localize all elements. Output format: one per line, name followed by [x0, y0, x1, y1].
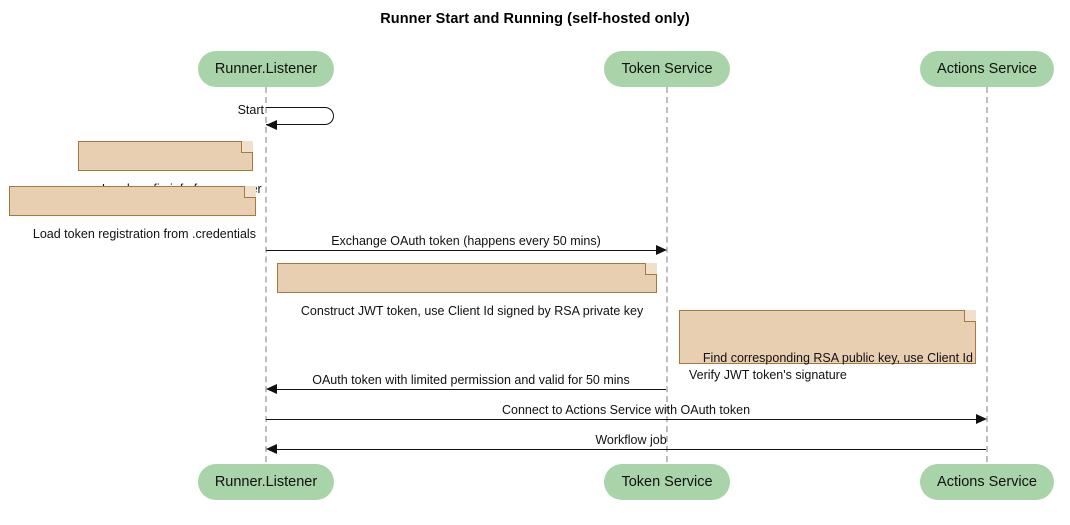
message-line-oauth-return: [277, 389, 666, 390]
lifeline-token: [666, 87, 668, 462]
participant-label: Token Service: [621, 61, 713, 77]
note-text: Find corresponding RSA public key, use C…: [689, 351, 973, 382]
participant-label: Actions Service: [937, 61, 1037, 77]
message-label-oauth-return: OAuth token with limited permission and …: [312, 373, 630, 387]
participant-label: Runner.Listener: [214, 474, 318, 490]
lifeline-runner: [265, 87, 267, 462]
participant-label: Actions Service: [937, 474, 1037, 490]
participant-footer-runner[interactable]: Runner.Listener: [198, 464, 334, 500]
message-line-workflow-job: [277, 449, 986, 450]
message-line-exchange-oauth: [266, 250, 656, 251]
note-text: Construct JWT token, use Client Id signe…: [300, 304, 644, 318]
note-construct-jwt: Construct JWT token, use Client Id signe…: [277, 263, 657, 318]
participant-header-token[interactable]: Token Service: [604, 51, 730, 87]
message-arrowhead-start: [266, 119, 277, 130]
note-load-config: Load config info from .runner: [78, 141, 262, 196]
participant-label: Runner.Listener: [214, 61, 318, 77]
note-fold-icon: [241, 141, 253, 153]
message-label-connect-actions: Connect to Actions Service with OAuth to…: [501, 403, 751, 417]
participant-header-runner[interactable]: Runner.Listener: [198, 51, 334, 87]
message-self-loop-start: [266, 107, 334, 125]
message-arrowhead-workflow-job: [266, 443, 277, 454]
message-arrowhead-exchange-oauth: [656, 244, 667, 255]
participant-footer-actions[interactable]: Actions Service: [920, 464, 1054, 500]
message-arrowhead-oauth-return: [266, 383, 277, 394]
message-arrowhead-connect-actions: [976, 413, 987, 424]
note-text: Load token registration from .credential…: [32, 227, 256, 241]
participant-header-actions[interactable]: Actions Service: [920, 51, 1054, 87]
note-fold-icon: [964, 310, 976, 322]
message-label-exchange-oauth: Exchange OAuth token (happens every 50 m…: [331, 234, 601, 248]
note-fold-icon: [645, 263, 657, 275]
lifeline-actions: [986, 87, 988, 462]
note-fold-icon: [244, 186, 256, 198]
message-label-workflow-job: Workflow job: [595, 433, 667, 447]
note-load-token: Load token registration from .credential…: [9, 186, 256, 241]
message-label-start: Start: [237, 103, 264, 117]
note-verify-jwt: Find corresponding RSA public key, use C…: [679, 310, 976, 382]
participant-footer-token[interactable]: Token Service: [604, 464, 730, 500]
page-title: Runner Start and Running (self-hosted on…: [380, 11, 690, 27]
message-line-connect-actions: [266, 419, 976, 420]
participant-label: Token Service: [621, 474, 713, 490]
